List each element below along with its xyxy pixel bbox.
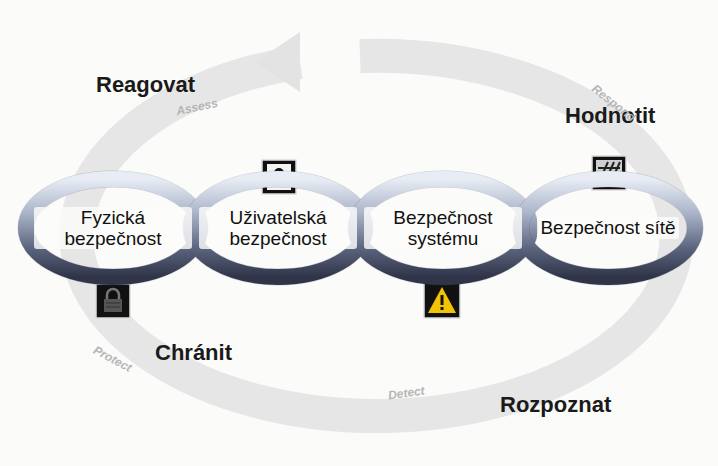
link-label: Fyzická bezpečnost <box>34 207 192 250</box>
phase-label: Reagovat <box>96 72 195 98</box>
link-label: Bezpečnost systému <box>364 207 522 250</box>
warning-icon <box>424 282 460 318</box>
chain-link: Bezpečnost sítě <box>512 170 704 286</box>
phase-label: Rozpoznat <box>500 392 611 418</box>
cycle-arrowhead <box>255 32 300 92</box>
cycle-arrow <box>360 56 640 150</box>
link-label: Bezpečnost sítě <box>537 217 678 238</box>
phase-label: Chránit <box>155 340 232 366</box>
chain-link: Bezpečnost systému <box>347 170 539 286</box>
padlock-icon <box>96 284 130 318</box>
chain-link: Uživatelská bezpečnost <box>182 170 374 286</box>
link-label: Uživatelská bezpečnost <box>199 207 357 250</box>
chain-link: Fyzická bezpečnost <box>17 170 209 286</box>
